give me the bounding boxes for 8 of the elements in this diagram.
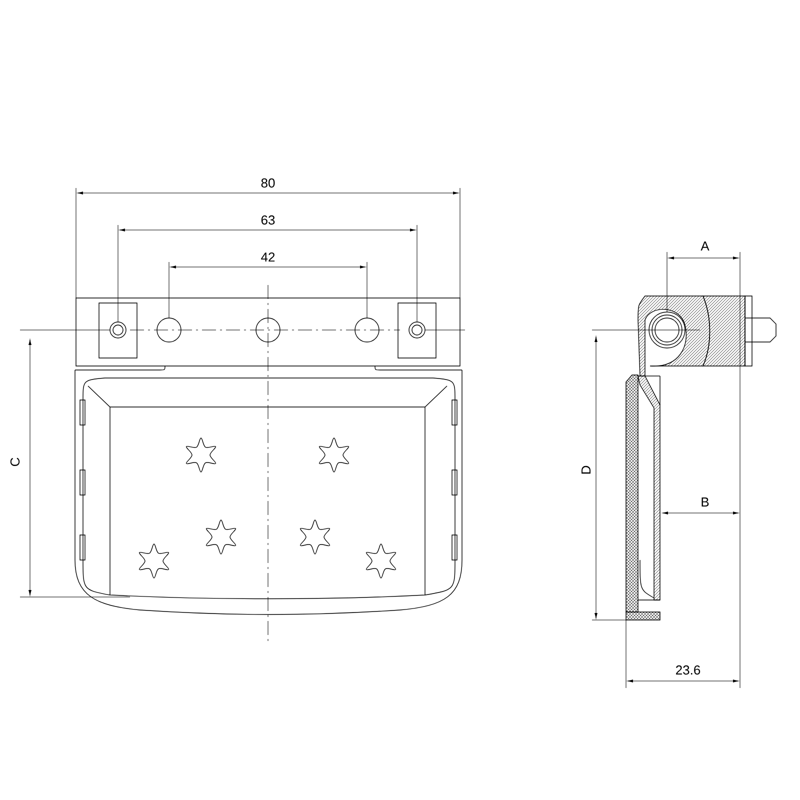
dimension-label: 80 [261,178,275,188]
dimension-label: 23.6 [676,665,700,675]
dimension-label: C [10,458,20,466]
dimension-label: D [582,466,590,474]
dimension-label: B [702,498,709,506]
dimension-label: A [700,242,710,250]
dimension-label: 63 [261,215,275,225]
dimension-label: 42 [261,252,275,262]
